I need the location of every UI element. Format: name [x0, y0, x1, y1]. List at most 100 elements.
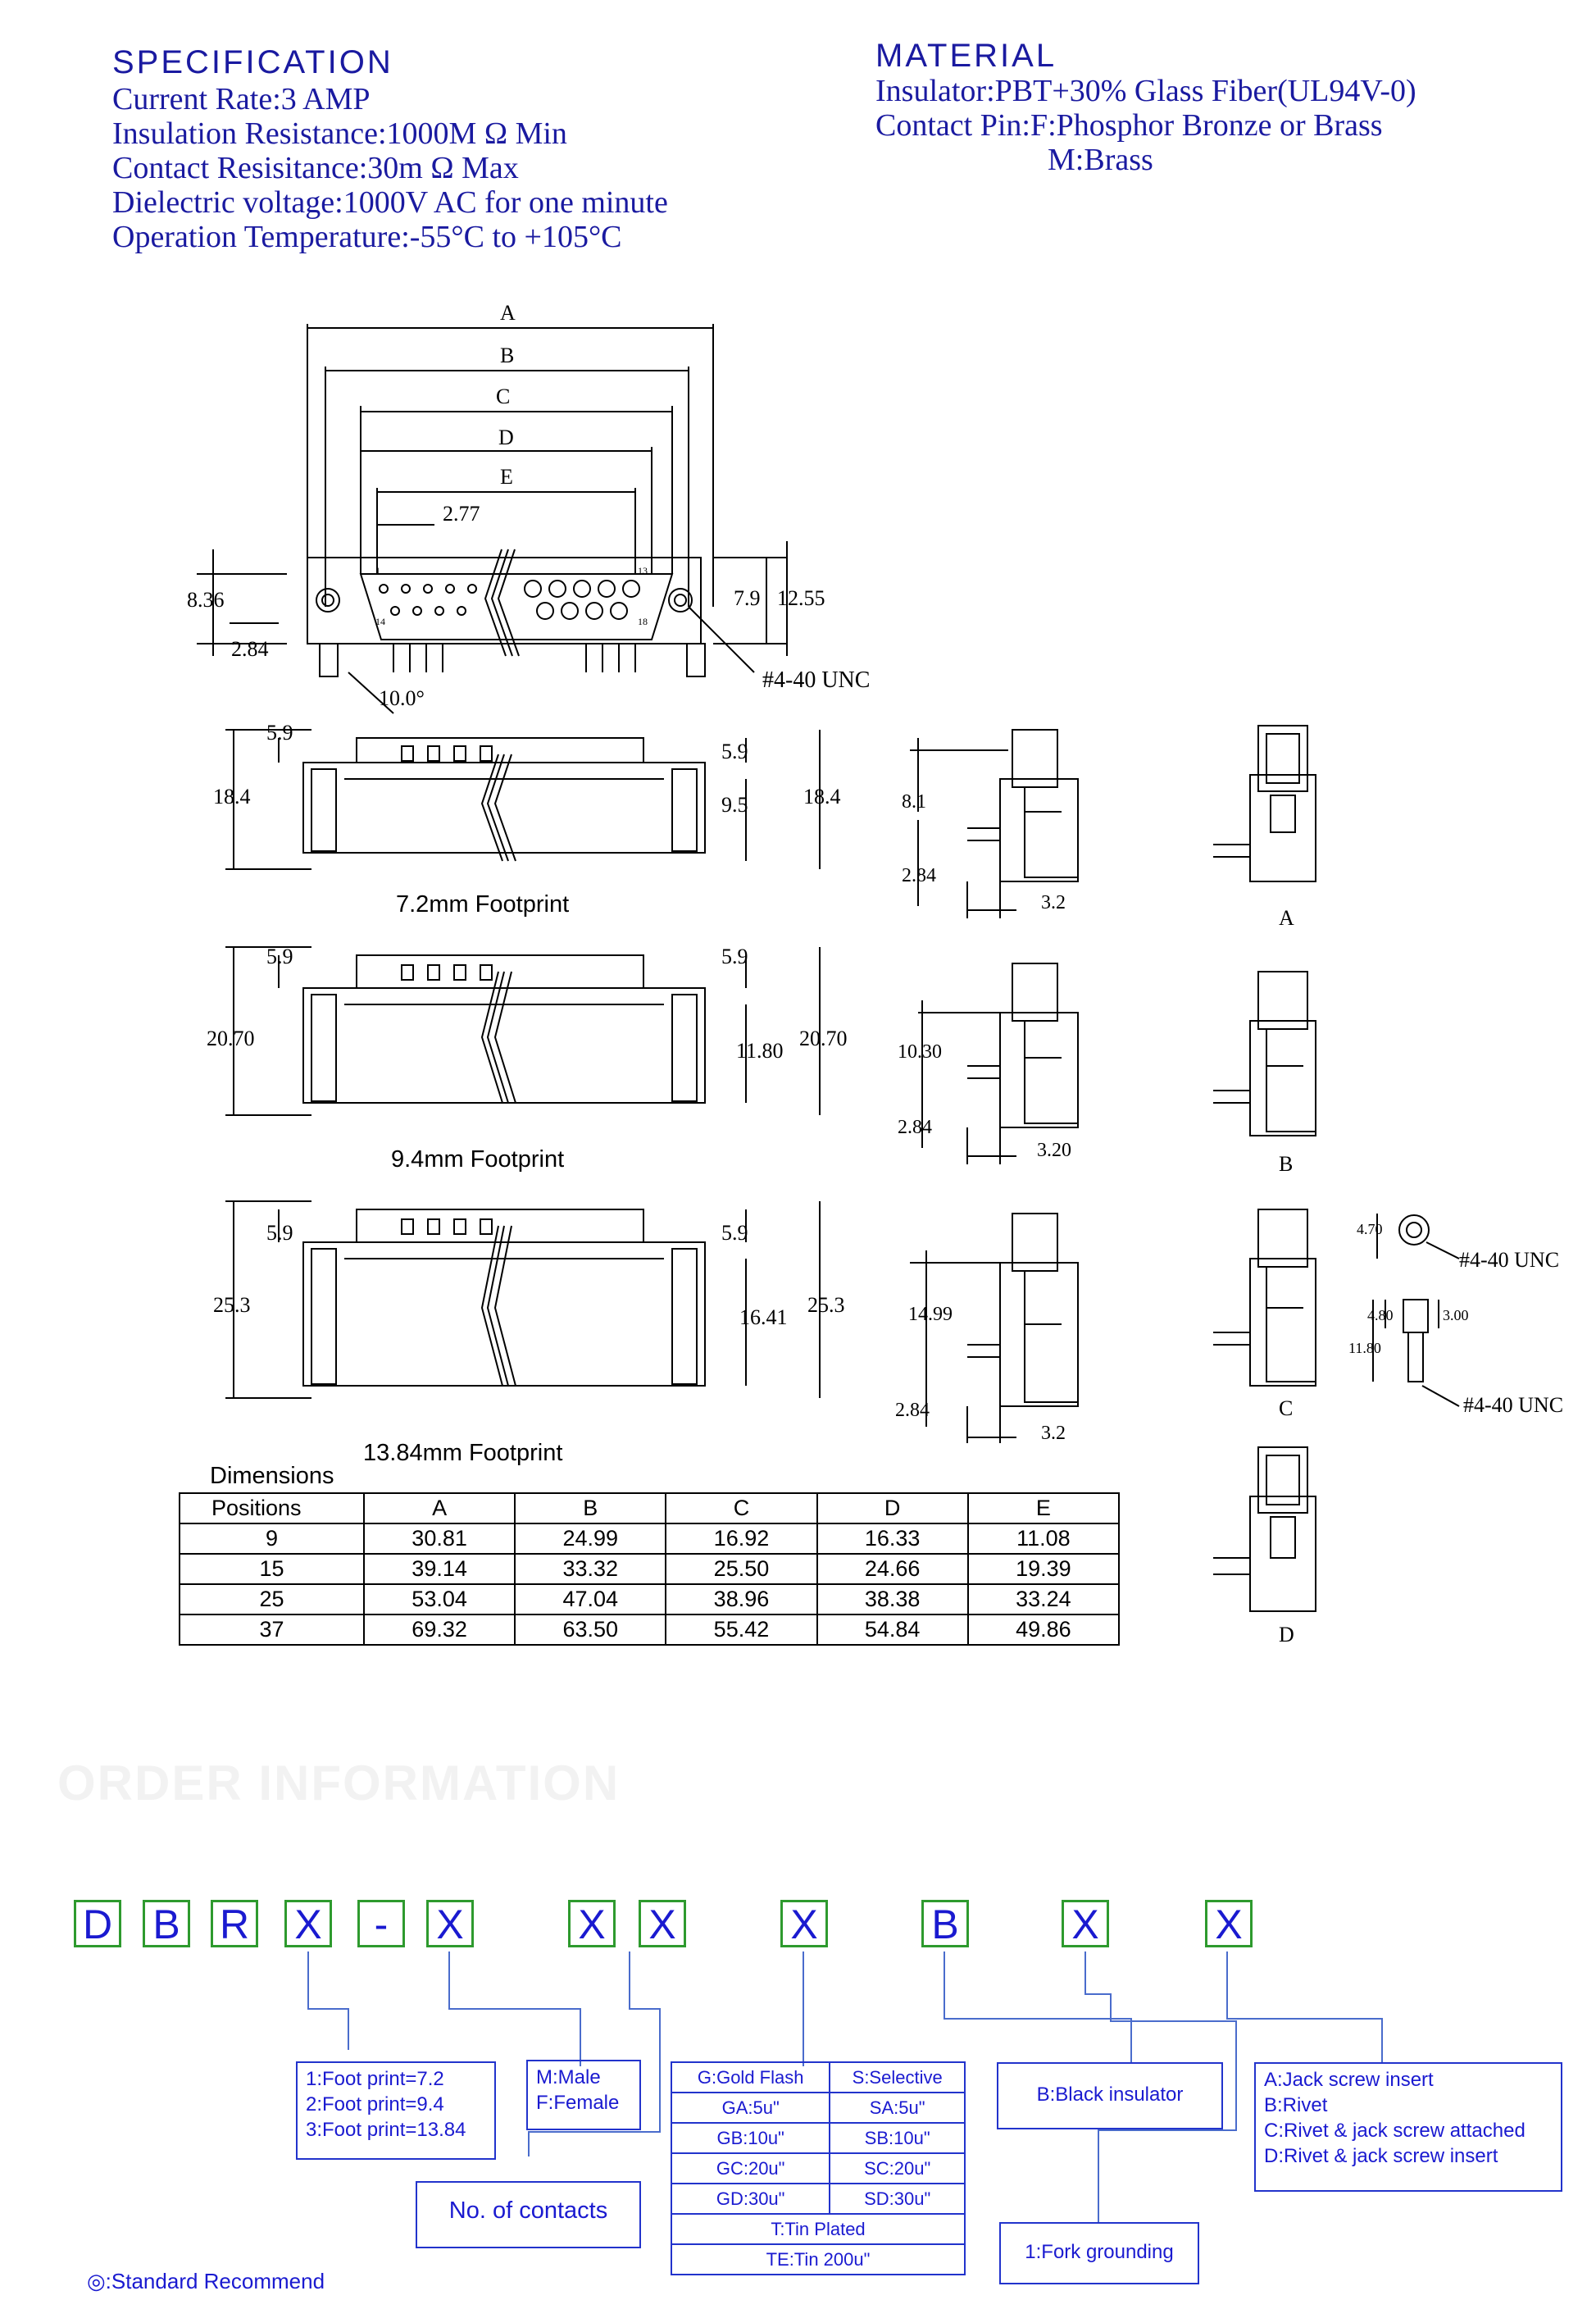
plating-cell: SD:30u" [829, 2183, 966, 2215]
cell: 16.92 [665, 1523, 818, 1555]
code-box-d: D [74, 1900, 121, 1947]
footprint-2-front: 20.70 5.9 5.9 11.80 20.70 [207, 945, 848, 1116]
variant-a-view: A [1213, 725, 1316, 930]
code-box-footprint: X [284, 1900, 332, 1947]
fp1-height-left: 18.4 [213, 785, 251, 808]
height-1255-label: 12.55 [777, 586, 825, 610]
grounding-box: 1:Fork grounding [999, 2222, 1199, 2284]
plating-cell: SC:20u" [829, 2152, 966, 2184]
gender-options-box: M:Male F:Female [526, 2060, 641, 2130]
fp2-top-right: 5.9 [721, 945, 748, 968]
option-b: B:Rivet [1264, 2094, 1328, 2116]
footprint-option-2: 2:Foot print=9.4 [306, 2093, 444, 2115]
cell: 11.08 [966, 1523, 1121, 1555]
side2-height: 10.30 [898, 1041, 942, 1063]
fp1-inner: 9.5 [721, 793, 748, 817]
cell: 19.39 [966, 1553, 1121, 1585]
fp2-top-left: 5.9 [266, 945, 293, 968]
spec-dielectric-voltage: Dielectric voltage:1000V AC for one minu… [112, 185, 668, 220]
cell: 30.81 [362, 1523, 516, 1555]
plating-row: GD:30u" SD:30u" [670, 2183, 966, 2215]
pin-14-label: 14 [375, 616, 385, 627]
header-a: A [362, 1492, 516, 1524]
header-e: E [966, 1492, 1121, 1524]
cell: 38.96 [665, 1583, 818, 1615]
specification-title: SPECIFICATION [112, 44, 393, 80]
code-box-gender: X [426, 1900, 474, 1947]
dim-a-label: A [500, 301, 516, 325]
variant-c-screw-1: #4-40 UNC [1459, 1248, 1559, 1272]
cell: 47.04 [514, 1583, 667, 1615]
cell: 55.42 [665, 1614, 818, 1646]
code-box-r: R [211, 1900, 258, 1947]
code-box-options: X [1205, 1900, 1253, 1947]
header-c: C [665, 1492, 818, 1524]
table-header-row: Positions A B C D E [179, 1492, 1121, 1524]
standard-recommend-note: ◎:Standard Recommend [87, 2269, 325, 2293]
cell: 39.14 [362, 1553, 516, 1585]
plating-tin-row: TE:Tin 200u" [671, 2243, 966, 2275]
footprint-3-label: 13.84mm Footprint [363, 1440, 563, 1466]
height-79-label: 7.9 [734, 586, 761, 610]
cell: 33.32 [514, 1553, 667, 1585]
plating-gold-flash: G:Gold Flash [670, 2061, 831, 2093]
plating-tin-plated: T:Tin Plated [671, 2213, 966, 2245]
option-a: A:Jack screw insert [1264, 2069, 1434, 2091]
cell: 63.50 [514, 1614, 667, 1646]
insulator-box: B:Black insulator [997, 2062, 1223, 2129]
cell: 38.38 [816, 1583, 969, 1615]
screw-label: #4-40 UNC [762, 667, 870, 693]
plating-cell: GD:30u" [670, 2183, 831, 2215]
header-b: B [514, 1492, 667, 1524]
header-positions: Positions [179, 1492, 365, 1524]
footprint-option-3: 3:Foot print=13.84 [306, 2119, 466, 2141]
options-box: A:Jack screw insert B:Rivet C:Rivet & ja… [1254, 2062, 1562, 2192]
side3-height: 14.99 [908, 1304, 953, 1325]
material-list: Insulator:PBT+30% Glass Fiber(UL94V-0) C… [875, 74, 1416, 177]
plating-row: GC:20u" SC:20u" [670, 2152, 966, 2184]
dim-b-label: B [500, 344, 514, 367]
spec-operation-temperature: Operation Temperature:-55°C to +105°C [112, 220, 622, 254]
cell: 54.84 [816, 1614, 969, 1646]
variant-a-label: A [1279, 906, 1294, 930]
gender-option-male: M:Male [536, 2066, 601, 2088]
code-box-contacts-2: X [639, 1900, 686, 1947]
dim-d-label: D [498, 426, 514, 449]
variant-d-view: D [1213, 1446, 1316, 1646]
pin-1-label: 1 [375, 565, 380, 576]
variant-c-screw-2: #4-40 UNC [1463, 1393, 1563, 1417]
top-view-drawing: A B C D E 2.77 1 14 13 18 8.36 2.84 10.0… [187, 301, 870, 714]
spec-insulation-resistance: Insulation Resistance:1000M Ω Min [112, 116, 567, 151]
variant-b-view: B [1213, 971, 1316, 1176]
material-male-pin: M:Brass [1048, 143, 1153, 177]
plating-selective: S:Selective [829, 2061, 966, 2093]
option-d: D:Rivet & jack screw insert [1264, 2145, 1498, 2167]
plating-row: GB:10u" SB:10u" [670, 2122, 966, 2154]
plating-row: GA:5u" SA:5u" [670, 2092, 966, 2124]
variant-c-d2: 4.80 [1367, 1307, 1394, 1323]
cell: 53.04 [362, 1583, 516, 1615]
side1-width: 3.2 [1041, 892, 1066, 913]
material-contact-pin: Contact Pin:F:Phosphor Bronze or Brass [875, 108, 1383, 143]
code-box-dash: - [357, 1900, 405, 1947]
cell: 69.32 [362, 1614, 516, 1646]
height-284-label: 2.84 [231, 637, 269, 661]
material-title: MATERIAL [875, 38, 1057, 74]
dim-e-label: E [500, 465, 513, 489]
gender-option-female: F:Female [536, 2092, 620, 2114]
side-view-3: 14.99 2.84 3.2 [895, 1213, 1079, 1444]
angle-label: 10.0° [379, 686, 425, 710]
spec-current-rate: Current Rate:3 AMP [112, 82, 371, 116]
code-box-grounding: X [1062, 1900, 1109, 1947]
pitch-label: 2.77 [443, 502, 480, 526]
plating-table: G:Gold Flash S:Selective GA:5u" SA:5u" G… [670, 2061, 966, 2275]
plating-tin-row: T:Tin Plated [671, 2213, 966, 2245]
cell: 49.86 [966, 1614, 1121, 1646]
fp1-top-left: 5.9 [266, 722, 293, 745]
footprint-3-front: 25.3 5.9 5.9 16.41 25.3 [213, 1200, 845, 1399]
side3-base: 2.84 [895, 1400, 930, 1421]
cell: 37 [179, 1614, 365, 1646]
fp3-top-left: 5.9 [266, 1221, 293, 1245]
